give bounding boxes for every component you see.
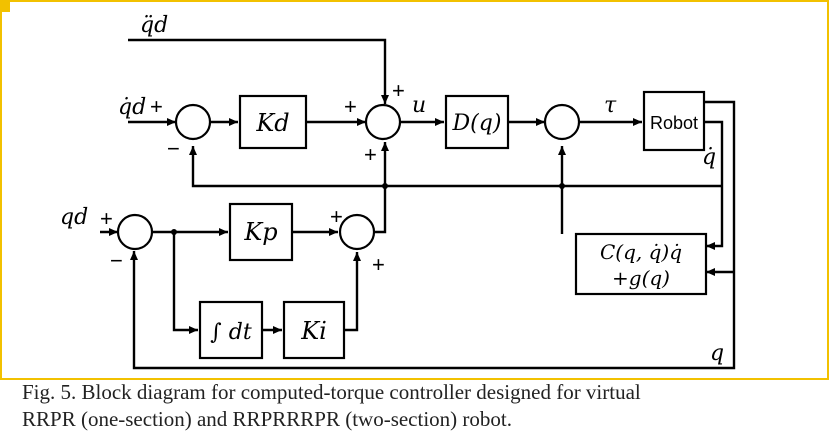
sign-vel-in: +: [150, 94, 163, 119]
sign-pos-fb: −: [110, 248, 123, 273]
label-joint-position: q: [710, 341, 724, 366]
label-kp: Kp: [243, 218, 277, 246]
block-diagram: Kd D(q) Robot Kp ∫ dt Ki C(q, q̇)q̇ +g(q…: [0, 0, 829, 380]
label-coriolis-line1: C(q, q̇)q̇: [600, 240, 682, 264]
block-inertia: [444, 94, 510, 150]
label-robot: Robot: [650, 113, 698, 133]
wire-ki-to-sumpid: [344, 252, 361, 332]
block-coriolis-gravity: [574, 232, 708, 296]
label-integral: ∫ dt: [210, 320, 252, 345]
wire-sumpid-to-summain: [374, 142, 389, 234]
label-vel-desired: q̇d: [118, 95, 146, 120]
wire-to-integral: [172, 232, 198, 334]
sum-pid: [338, 213, 376, 251]
sign-pid-bottom: +: [372, 252, 385, 277]
caption-line-1: Fig. 5. Block diagram for computed-torqu…: [22, 380, 641, 404]
block-kd: [238, 94, 308, 150]
label-accel-desired: q̈d: [140, 13, 168, 38]
label-pos-desired: qd: [60, 205, 88, 230]
wire-accel-feedforward: [128, 38, 389, 104]
frame-border: [0, 0, 829, 380]
block-robot: [642, 90, 706, 152]
sum-main: [364, 103, 402, 141]
label-joint-velocity: q̇: [702, 145, 716, 170]
wire-qdot-to-coriolis: [704, 120, 724, 250]
wire-qdot-feedback: [189, 146, 722, 188]
junction-dot: [382, 183, 388, 189]
label-torque: τ: [604, 93, 617, 118]
label-kd: Kd: [255, 109, 289, 137]
label-coriolis-line2: +g(q): [612, 266, 670, 290]
caption-line-2: RRPR (one-section) and RRPRRRPR (two-sec…: [22, 407, 512, 431]
block-ki: [282, 300, 346, 360]
wire-q-feedback: [130, 100, 736, 370]
label-control-u: u: [412, 93, 426, 118]
sum-position-error: [116, 213, 154, 251]
figure-caption: Fig. 5. Block diagram for computed-torqu…: [22, 379, 812, 433]
block-kp: [228, 202, 294, 262]
sign-main-left: +: [344, 94, 357, 119]
sign-main-top: +: [392, 78, 405, 103]
sign-vel-fb: −: [167, 136, 180, 161]
label-inertia: D(q): [452, 111, 502, 136]
sum-torque: [543, 103, 581, 141]
junction-dot: [559, 183, 565, 189]
sign-pos-in: +: [100, 206, 113, 231]
junction-dot: [171, 229, 177, 235]
selection-corner-marker: [0, 0, 10, 12]
block-integral: [198, 300, 264, 360]
sum-velocity-error: [174, 103, 212, 141]
sign-main-bottom: +: [364, 142, 377, 167]
sign-pid-top: +: [330, 204, 343, 229]
label-ki: Ki: [300, 317, 327, 345]
